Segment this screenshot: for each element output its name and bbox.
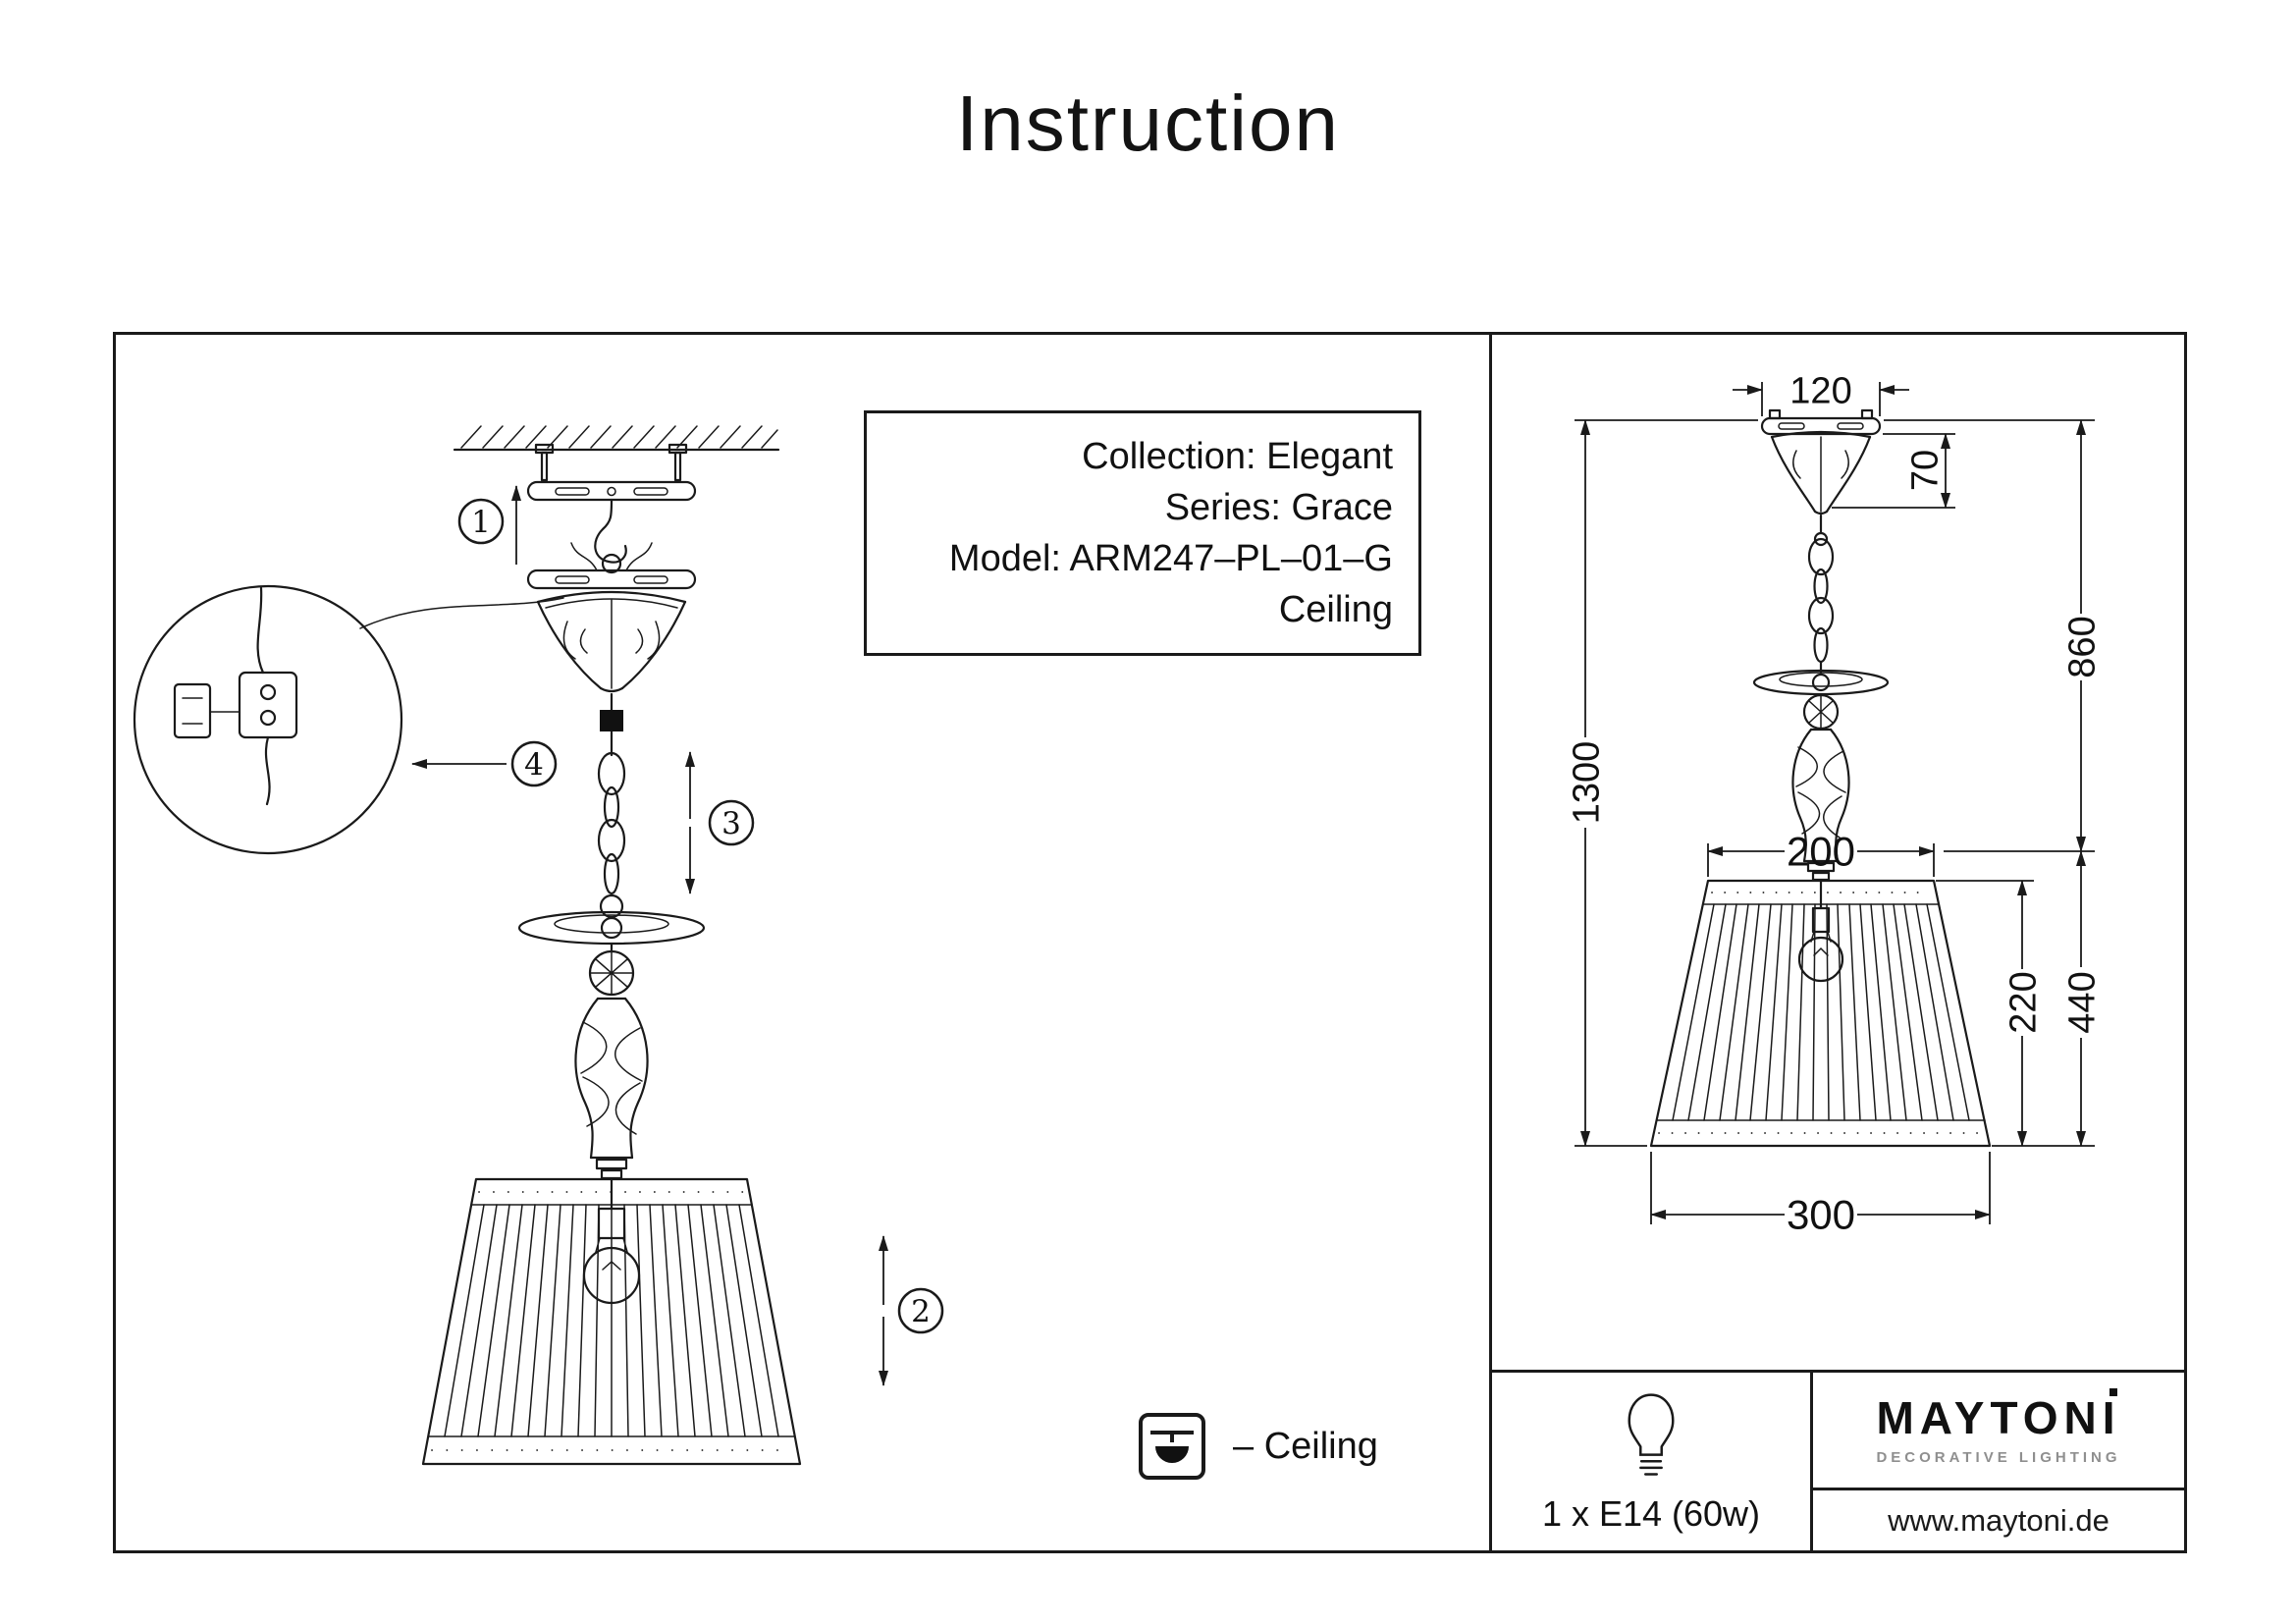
faceted-ball <box>588 949 635 997</box>
info-model: Model: ARM247–PL–01–G <box>948 538 1393 579</box>
info-series: Series: Grace <box>1164 487 1393 528</box>
assembly-diagram: 1 <box>133 425 944 1466</box>
brand-logo-area: MAYTONI DECORATIVE LIGHTING <box>1813 1373 2184 1488</box>
lamp-shade <box>421 1177 802 1466</box>
bulb-spec: 1 x E14 (60w) <box>1492 1373 1813 1550</box>
ceiling-legend-label: – Ceiling <box>1233 1425 1378 1467</box>
info-mount: Ceiling <box>1278 589 1393 630</box>
dim-200: 200 <box>1707 829 1935 877</box>
callout-1-number: 1 <box>471 505 491 540</box>
ceiling-surface <box>453 425 780 452</box>
dim-120-label: 120 <box>1789 370 1851 411</box>
callout-1: 1 <box>457 485 521 565</box>
dimension-diagram: 120 70 200 860 <box>1566 370 2103 1238</box>
dim-860: 860 <box>1884 419 2103 852</box>
dim-70: 70 <box>1832 433 1955 509</box>
callout-2-number: 2 <box>911 1294 931 1329</box>
dim-220-label: 220 <box>2002 971 2044 1033</box>
logo-i-dot <box>2109 1387 2117 1396</box>
product-info-box: Collection: Elegant Series: Grace Model:… <box>864 410 1421 656</box>
canopy-assembly <box>526 542 697 693</box>
suspension-rod <box>600 692 623 757</box>
dim-300: 300 <box>1650 1152 1991 1238</box>
ceiling-mount-icon <box>1139 1413 1205 1480</box>
brand-tagline: DECORATIVE LIGHTING <box>1876 1448 2121 1466</box>
callout-2: 2 <box>879 1235 944 1386</box>
callout-4: 4 <box>411 740 558 787</box>
dim-70-label: 70 <box>1904 450 1946 491</box>
page-title: Instruction <box>955 80 1341 167</box>
ceiling-legend: – Ceiling <box>1137 1411 1378 1482</box>
brand-block: MAYTONI DECORATIVE LIGHTING www.maytoni.… <box>1813 1373 2184 1550</box>
dimensions-panel: 120 70 200 860 <box>1489 332 2187 1553</box>
spec-row: 1 x E14 (60w) MAYTONI DECORATIVE LIGHTIN… <box>1492 1370 2184 1550</box>
brand-logo: MAYTONI <box>1876 1391 2121 1443</box>
dim-440: 440 <box>1992 850 2103 1147</box>
wiring-detail-balloon <box>133 584 564 855</box>
bulb-spec-label: 1 x E14 (60w) <box>1541 1493 1761 1534</box>
assembly-panel: 1 <box>113 332 1492 1553</box>
chain <box>597 751 626 919</box>
callout-3: 3 <box>685 751 755 894</box>
callout-4-number: 4 <box>524 747 544 783</box>
callout-3-number: 3 <box>721 806 741 841</box>
dim-200-label: 200 <box>1787 829 1855 875</box>
mounting-bracket <box>526 443 697 564</box>
dim-1300: 1300 <box>1566 419 1758 1147</box>
dim-860-label: 860 <box>2061 616 2103 677</box>
twisted-column <box>574 997 649 1180</box>
info-collection: Collection: Elegant <box>1082 436 1393 477</box>
lamp-side-view <box>1649 408 1992 1148</box>
dim-440-label: 440 <box>2061 971 2103 1033</box>
dim-120: 120 <box>1733 370 1909 416</box>
bulb-icon <box>1628 1393 1675 1476</box>
dim-1300-label: 1300 <box>1566 741 1607 825</box>
dim-300-label: 300 <box>1787 1192 1855 1238</box>
brand-website: www.maytoni.de <box>1813 1488 2184 1550</box>
glass-dish <box>517 910 706 953</box>
dim-220: 220 <box>1936 880 2044 1147</box>
